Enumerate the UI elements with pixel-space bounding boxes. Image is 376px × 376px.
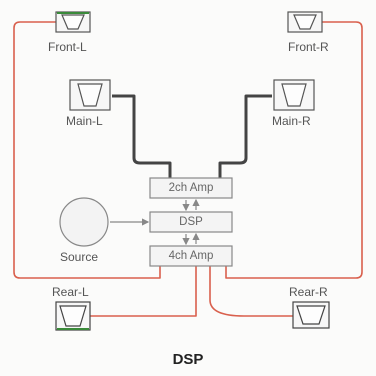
label-amp-4ch: 4ch Amp [168,250,214,262]
diagram-caption: DSP [172,351,204,368]
wire-main-right [218,94,272,178]
wire-front-right [225,21,363,279]
block-links [182,198,200,246]
label-amp-2ch: 2ch Amp [168,182,214,194]
source-circle [59,197,109,247]
amp-2ch-box [149,177,233,199]
main-wires [112,94,272,178]
dsp-box [149,211,233,233]
rear-left-speaker-icon [55,301,91,331]
wire-front-left [13,21,161,279]
label-source: Source [60,250,99,264]
label-front-left: Front-L [48,40,87,54]
front-right-speaker-icon [287,11,323,33]
label-front-right: Front-R [288,40,329,54]
processing-blocks [149,177,233,267]
main-right-speaker-icon [273,79,315,111]
label-main-left: Main-L [66,114,103,128]
label-rear-right: Rear-R [289,285,328,299]
wire-rear-left [90,265,197,317]
speaker-wires [13,21,363,317]
label-main-right: Main-R [272,114,311,128]
label-rear-left: Rear-L [52,285,89,299]
wire-main-left [112,94,172,178]
wire-rear-right [209,265,293,317]
front-left-speaker-icon [55,11,91,33]
main-left-speaker-icon [69,79,111,111]
label-dsp: DSP [179,216,203,228]
rear-right-speaker-icon [292,301,330,329]
amp-4ch-box [149,245,233,267]
